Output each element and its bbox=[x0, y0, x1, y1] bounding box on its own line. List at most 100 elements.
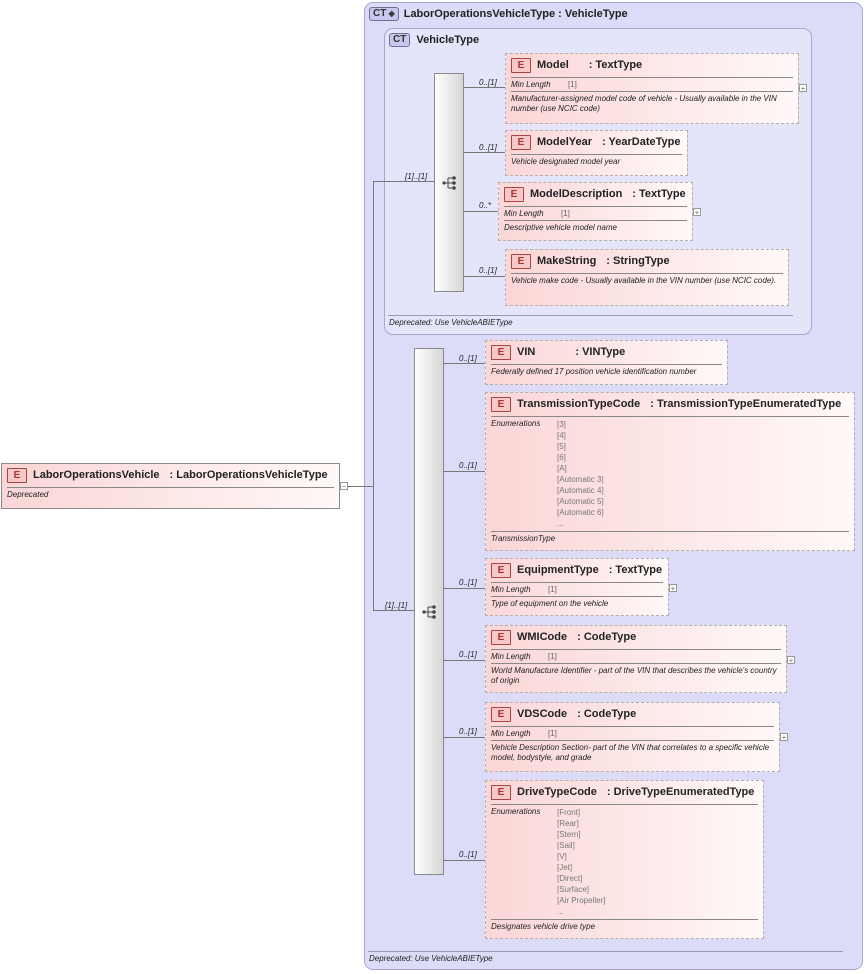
enumeration-value: [Surface] bbox=[557, 885, 590, 894]
element-make-string[interactable]: E MakeString : StringType Vehicle make c… bbox=[505, 249, 789, 306]
enumeration-value: [4] bbox=[557, 431, 566, 440]
cardinality: 0..[1] bbox=[459, 578, 477, 587]
element-doc: Federally defined 17 position vehicle id… bbox=[491, 367, 697, 376]
branch-line bbox=[464, 152, 505, 153]
enumeration-value: [Rear] bbox=[557, 819, 579, 828]
collapse-icon[interactable]: − bbox=[340, 482, 348, 491]
sequence-compositor-2[interactable] bbox=[414, 348, 444, 875]
element-icon: E bbox=[511, 253, 531, 269]
cardinality: 0..[1] bbox=[459, 850, 477, 859]
element-type: : CodeType bbox=[577, 708, 637, 720]
enumeration-value: [Direct] bbox=[557, 874, 583, 883]
enumeration-value: [Air Propeller] bbox=[557, 896, 606, 905]
root-element-labor-operations-vehicle[interactable]: E LaborOperationsVehicle : LaborOperatio… bbox=[1, 463, 340, 509]
enumeration-value: [Automatic 5] bbox=[557, 497, 604, 506]
divider bbox=[504, 206, 687, 207]
branch-line bbox=[444, 363, 485, 364]
element-icon: E bbox=[511, 134, 531, 150]
element-name: DriveTypeCode bbox=[517, 786, 597, 798]
element-icon: E bbox=[7, 467, 27, 483]
sequence-compositor-1[interactable] bbox=[434, 73, 464, 292]
facet-min-length: Min Length [1] bbox=[491, 585, 557, 594]
element-drive-type-code[interactable]: E DriveTypeCode : DriveTypeEnumeratedTyp… bbox=[485, 780, 764, 939]
element-type: : VINType bbox=[575, 346, 626, 358]
inner-ct-divider bbox=[388, 315, 793, 316]
cardinality: 0..* bbox=[479, 201, 492, 210]
expand-icon[interactable]: + bbox=[693, 208, 701, 217]
enumeration-value: ... bbox=[557, 907, 564, 916]
sequence-icon bbox=[442, 176, 456, 190]
element-doc: Designates vehicle drive type bbox=[491, 922, 596, 931]
element-model-description[interactable]: E ModelDescription : TextType Min Length… bbox=[498, 182, 693, 241]
divider bbox=[491, 649, 781, 650]
expand-icon[interactable]: + bbox=[780, 733, 788, 742]
element-vds-code[interactable]: E VDSCode : CodeType Min Length [1] Vehi… bbox=[485, 702, 780, 772]
branch-line bbox=[464, 87, 505, 88]
divider bbox=[491, 726, 774, 727]
branch-line bbox=[444, 737, 485, 738]
divider bbox=[491, 663, 781, 664]
cardinality: [1]..[1] bbox=[405, 172, 428, 181]
facet-enumerations: Enumerations [3] [4] [5] [6] [A] [Automa… bbox=[491, 419, 604, 528]
divider bbox=[491, 416, 849, 417]
divider bbox=[491, 804, 758, 805]
element-name: EquipmentType bbox=[517, 564, 599, 576]
outer-ct-header: CT ◈ LaborOperationsVehicleType : Vehicl… bbox=[369, 7, 628, 21]
element-type: : DriveTypeEnumeratedType bbox=[606, 786, 755, 798]
element-icon: E bbox=[491, 706, 511, 722]
branch-line bbox=[444, 660, 485, 661]
divider bbox=[491, 596, 663, 597]
element-icon: E bbox=[491, 629, 511, 645]
enumeration-value: [3] bbox=[557, 420, 566, 429]
divider bbox=[504, 220, 687, 221]
enumeration-list: [Front] [Rear] [Stern] [Sail] [V] [Jet] … bbox=[557, 807, 605, 917]
element-doc: Vehicle designated model year bbox=[511, 157, 621, 166]
root-connector bbox=[340, 486, 374, 487]
inner-ct-header: CT VehicleType bbox=[389, 33, 479, 47]
cardinality: 0..[1] bbox=[479, 143, 497, 152]
facet-min-length: Min Length [1] bbox=[511, 80, 577, 89]
element-name: WMICode bbox=[517, 631, 568, 643]
element-name: VIN bbox=[517, 346, 536, 358]
branch-line bbox=[444, 860, 485, 861]
element-type: : TextType bbox=[632, 188, 686, 200]
element-type: : StringType bbox=[606, 255, 670, 267]
expand-icon[interactable]: + bbox=[787, 656, 795, 665]
element-doc: Vehicle make code - Usually available in… bbox=[511, 276, 777, 285]
seq2-connector bbox=[373, 610, 415, 611]
element-doc: World Manufacture Identifier - part of t… bbox=[491, 666, 777, 685]
enumeration-value: [Automatic 6] bbox=[557, 508, 604, 517]
expand-icon[interactable]: + bbox=[669, 584, 677, 593]
element-type: : LaborOperationsVehicleType bbox=[169, 469, 328, 481]
element-name: TransmissionTypeCode bbox=[517, 398, 641, 410]
facet-enumerations: Enumerations [Front] [Rear] [Stern] [Sai… bbox=[491, 807, 606, 917]
cardinality: 0..[1] bbox=[459, 727, 477, 736]
sequence-icon bbox=[422, 605, 436, 619]
cardinality: [1]..[1] bbox=[385, 601, 408, 610]
branch-line bbox=[444, 471, 485, 472]
cardinality: 0..[1] bbox=[459, 650, 477, 659]
element-doc: Manufacturer-assigned model code of vehi… bbox=[511, 94, 777, 113]
element-transmission-type-code[interactable]: E TransmissionTypeCode : TransmissionTyp… bbox=[485, 392, 855, 551]
element-name: ModelDescription bbox=[530, 188, 623, 200]
element-icon: E bbox=[504, 186, 524, 202]
outer-ct-divider bbox=[368, 951, 843, 952]
element-model-year[interactable]: E ModelYear : YearDateType Vehicle desig… bbox=[505, 130, 688, 176]
divider bbox=[491, 582, 663, 583]
divider bbox=[491, 740, 774, 741]
enumeration-value: [Stern] bbox=[557, 830, 581, 839]
complex-type-icon: CT ◈ bbox=[369, 7, 399, 21]
element-vin[interactable]: E VIN : VINType Federally defined 17 pos… bbox=[485, 340, 728, 385]
element-wmi-code[interactable]: E WMICode : CodeType Min Length [1] Worl… bbox=[485, 625, 787, 693]
inner-ct-footer: Deprecated: Use VehicleABIEType bbox=[389, 318, 513, 327]
enumeration-value: [6] bbox=[557, 453, 566, 462]
element-doc: Deprecated bbox=[7, 490, 49, 499]
inner-ct-title: VehicleType bbox=[416, 34, 480, 46]
divider bbox=[511, 154, 682, 155]
element-doc: TransmissionType bbox=[491, 534, 556, 543]
expand-icon[interactable]: + bbox=[799, 84, 807, 93]
enumeration-value: [5] bbox=[557, 442, 566, 451]
element-equipment-type[interactable]: E EquipmentType : TextType Min Length [1… bbox=[485, 558, 669, 616]
element-model[interactable]: E Model : TextType Min Length [1] Manufa… bbox=[505, 53, 799, 124]
element-type: : TextType bbox=[588, 59, 643, 71]
